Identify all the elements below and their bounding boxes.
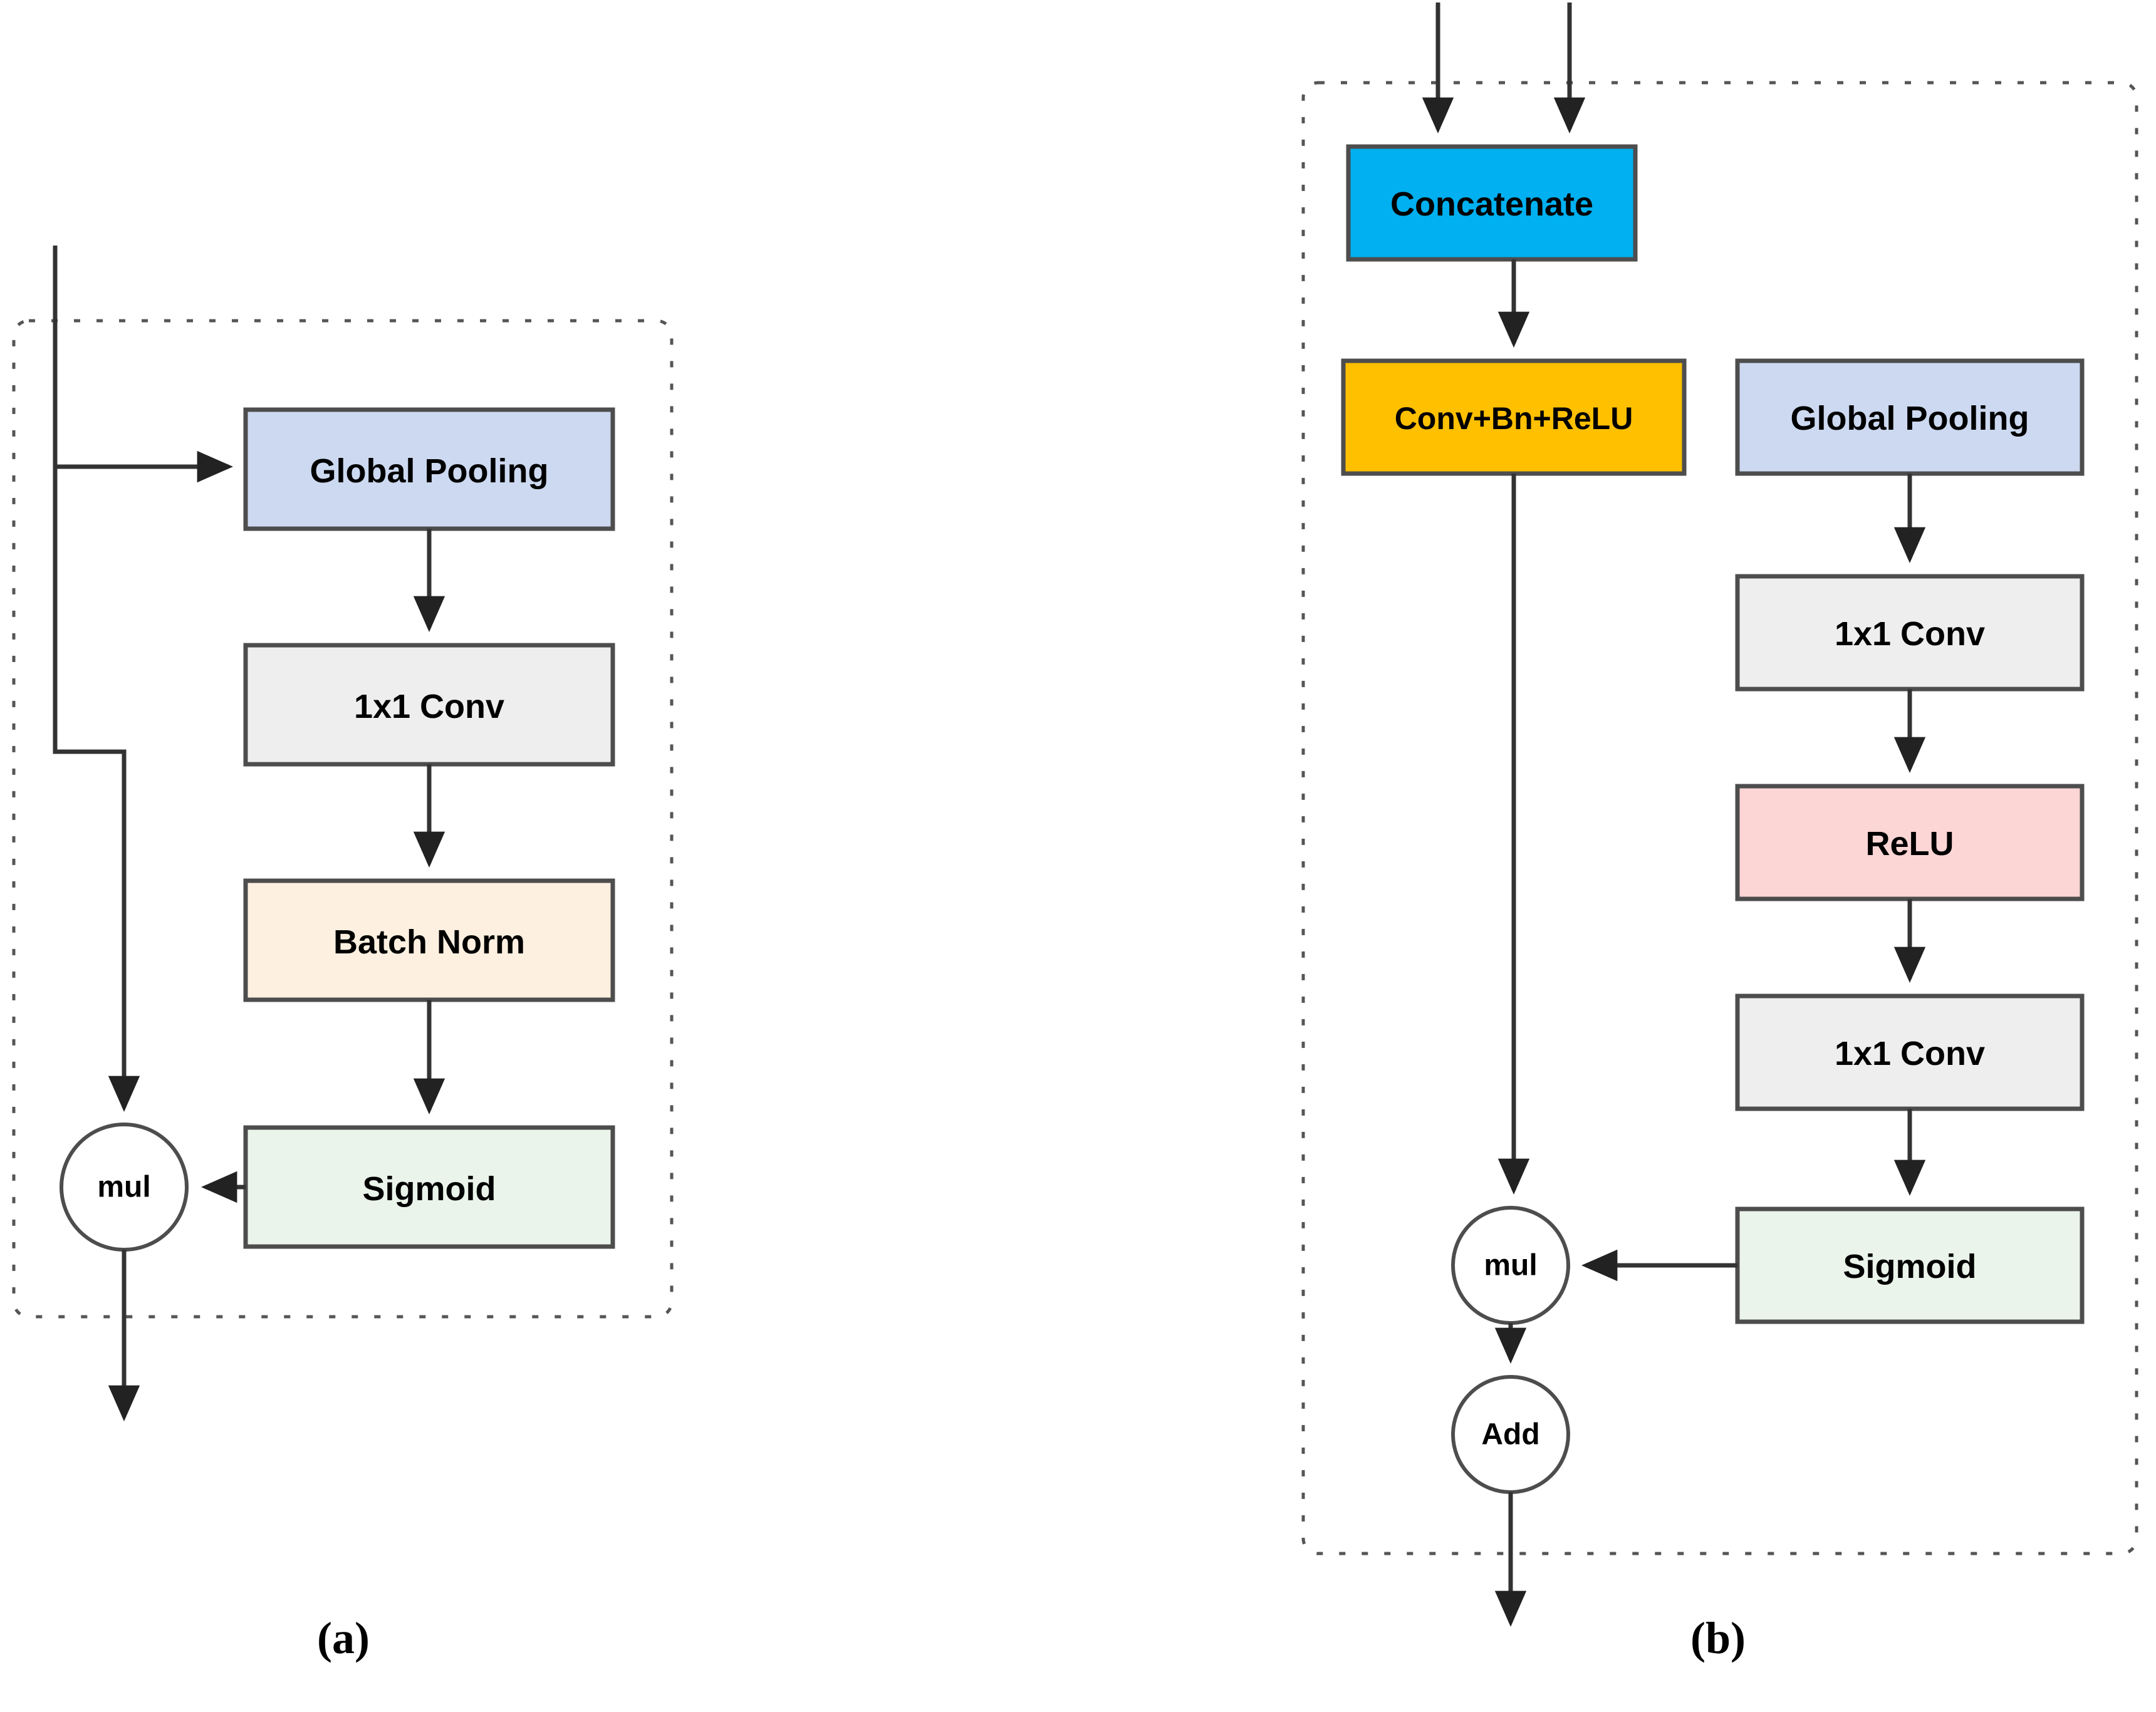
panel-b: Concatenate Conv+Bn+ReLU Global Pooling …: [1301, 3, 2138, 1663]
node-sigmoid-b-label: Sigmoid: [1843, 1248, 1977, 1285]
node-conv1x1-top-b-label: 1x1 Conv: [1835, 615, 1985, 653]
panel-a: Global Pooling 1x1 Conv Batch Norm Sigmo…: [12, 246, 674, 1663]
node-mul-a[interactable]: mul: [60, 1123, 189, 1252]
node-concatenate-b[interactable]: Concatenate: [1346, 144, 1638, 262]
edge-trunk-to-mul-a: [53, 467, 140, 1113]
panel-a-caption: (a): [317, 1613, 370, 1663]
node-conv1x1-a-label: 1x1 Conv: [354, 688, 504, 725]
panel-b-caption: (b): [1690, 1613, 1746, 1663]
node-conv1x1-bottom-b-label: 1x1 Conv: [1835, 1035, 1985, 1072]
node-mul-b[interactable]: mul: [1451, 1206, 1570, 1325]
node-add-b[interactable]: Add: [1451, 1375, 1570, 1494]
node-relu-b[interactable]: ReLU: [1735, 784, 2085, 901]
node-add-b-label: Add: [1481, 1418, 1539, 1451]
node-conv-bn-relu-b-label: Conv+Bn+ReLU: [1395, 401, 1633, 436]
node-batch-norm-a-label: Batch Norm: [333, 923, 525, 961]
node-global-pooling-b[interactable]: Global Pooling: [1735, 358, 2085, 476]
node-global-pooling-b-label: Global Pooling: [1791, 400, 2029, 437]
node-mul-a-label: mul: [97, 1171, 150, 1204]
node-conv-bn-relu-b[interactable]: Conv+Bn+ReLU: [1341, 358, 1687, 476]
node-conv1x1-a[interactable]: 1x1 Conv: [243, 643, 615, 767]
node-concatenate-b-label: Concatenate: [1390, 185, 1593, 223]
node-global-pooling-a[interactable]: Global Pooling: [243, 407, 615, 531]
node-mul-b-label: mul: [1484, 1249, 1537, 1282]
node-conv1x1-top-b[interactable]: 1x1 Conv: [1735, 574, 2085, 692]
dashed-group-a: [12, 319, 674, 1319]
node-sigmoid-a[interactable]: Sigmoid: [243, 1125, 615, 1249]
node-relu-b-label: ReLU: [1865, 825, 1954, 863]
node-batch-norm-a[interactable]: Batch Norm: [243, 878, 615, 1002]
node-conv1x1-bottom-b[interactable]: 1x1 Conv: [1735, 993, 2085, 1111]
node-global-pooling-a-label: Global Pooling: [310, 452, 549, 490]
dashed-group-b: [1301, 81, 2138, 1555]
node-sigmoid-a-label: Sigmoid: [363, 1170, 496, 1208]
node-sigmoid-b[interactable]: Sigmoid: [1735, 1206, 2085, 1324]
